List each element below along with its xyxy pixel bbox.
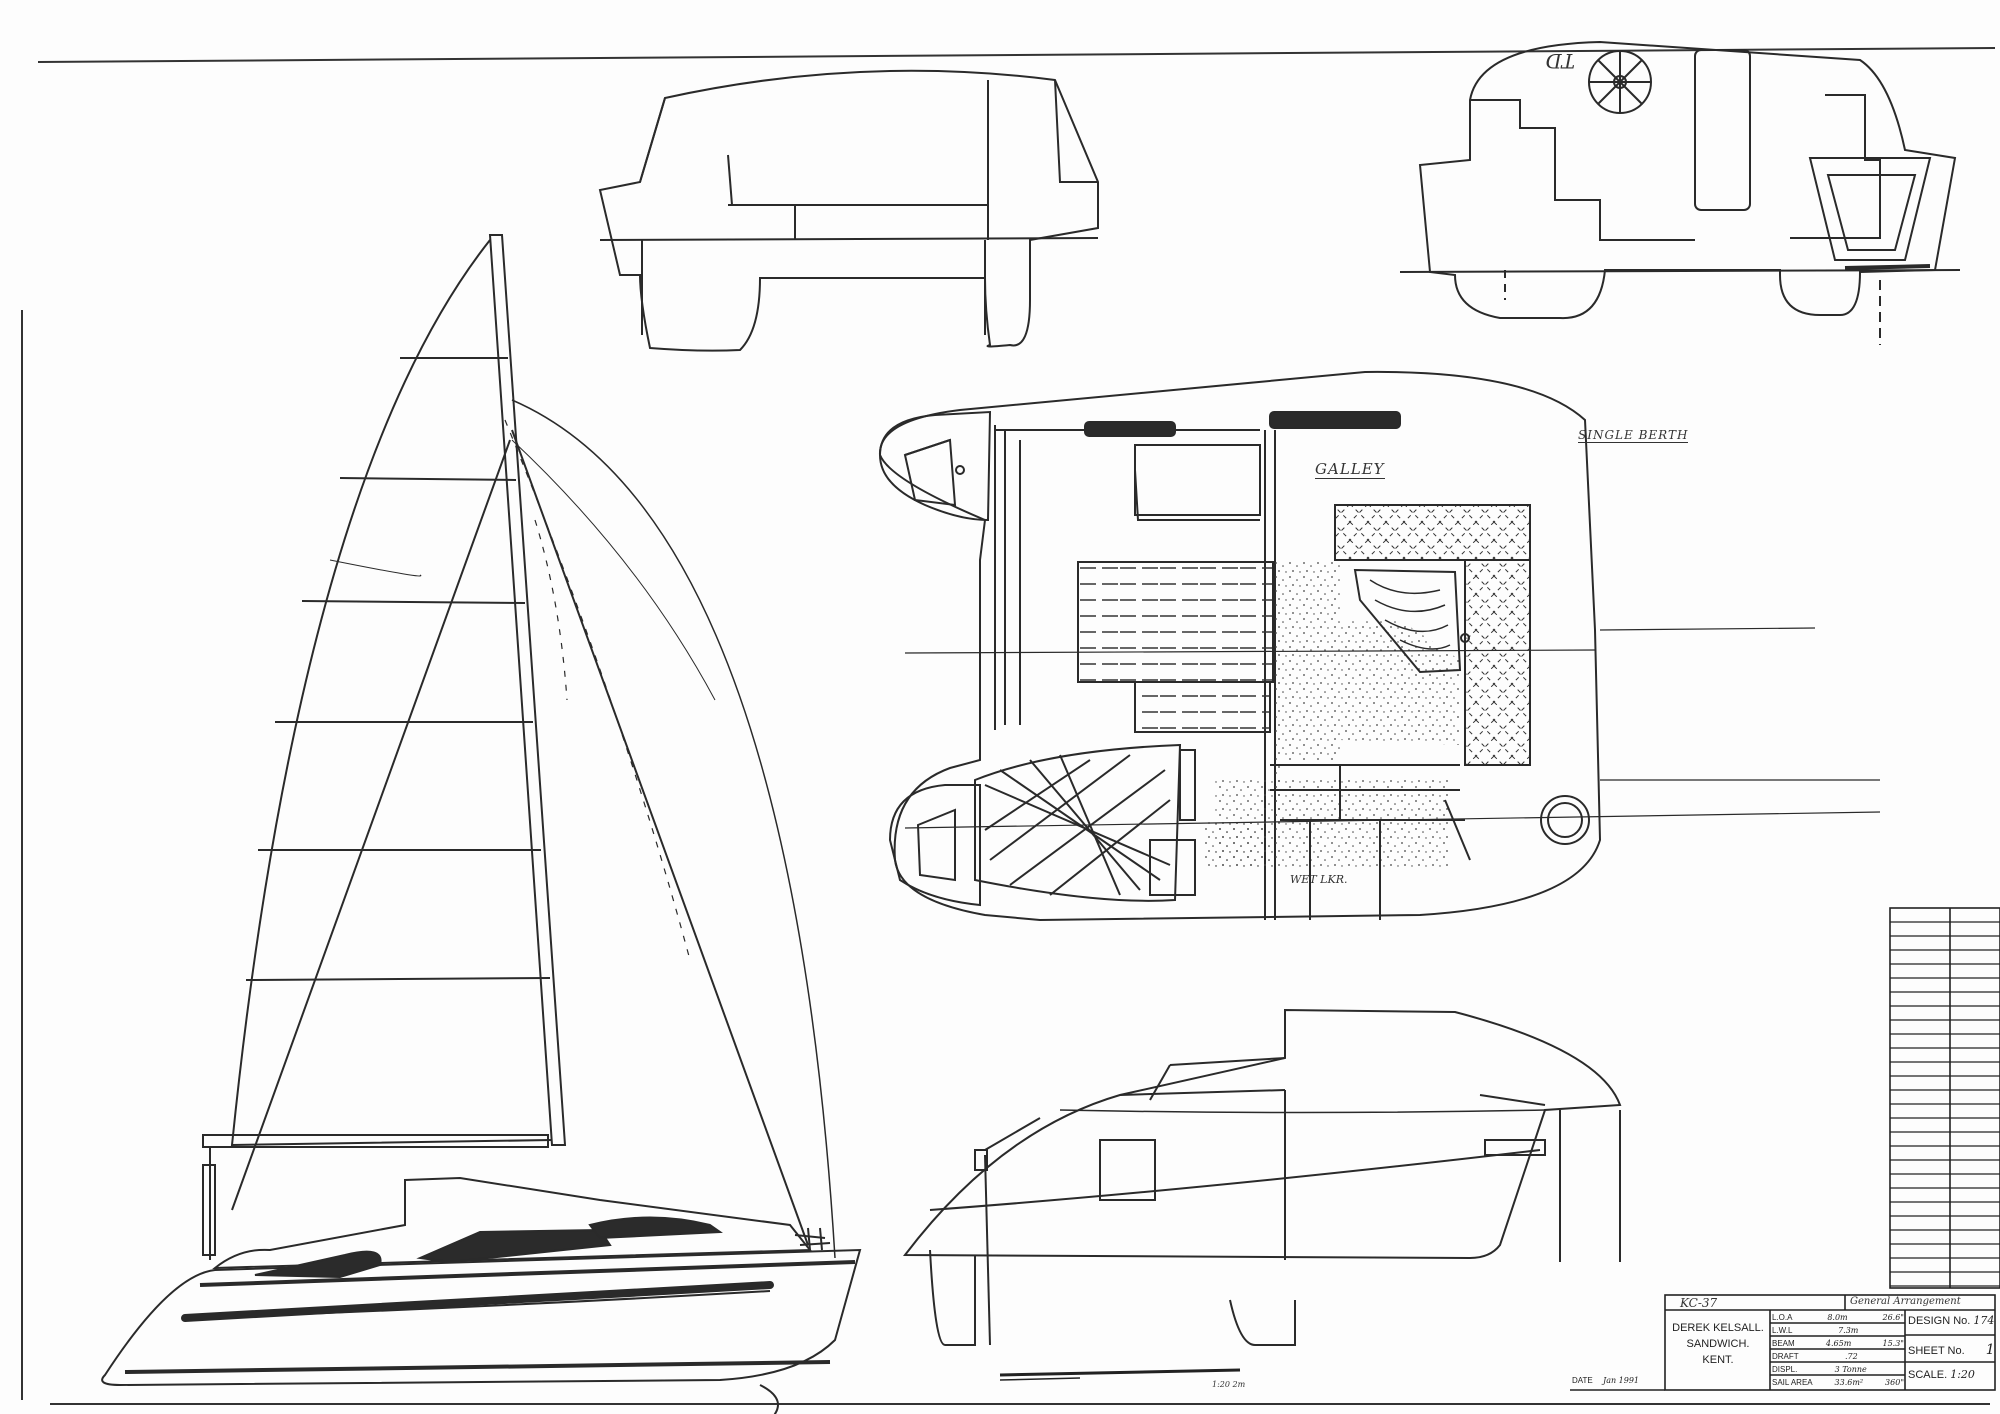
cross-section-view: TD xyxy=(1399,40,1961,345)
svg-text:TD: TD xyxy=(1546,49,1575,73)
front-view-exterior xyxy=(598,69,1099,352)
accommodation-plan xyxy=(878,370,1881,922)
profile-view xyxy=(902,1008,1622,1346)
sheet-border xyxy=(21,47,1996,1405)
scale-bar xyxy=(999,1368,1241,1381)
schedule-table xyxy=(1890,921,2000,1287)
sail-plan xyxy=(101,234,862,1414)
title-block-frame xyxy=(1570,907,2000,1391)
